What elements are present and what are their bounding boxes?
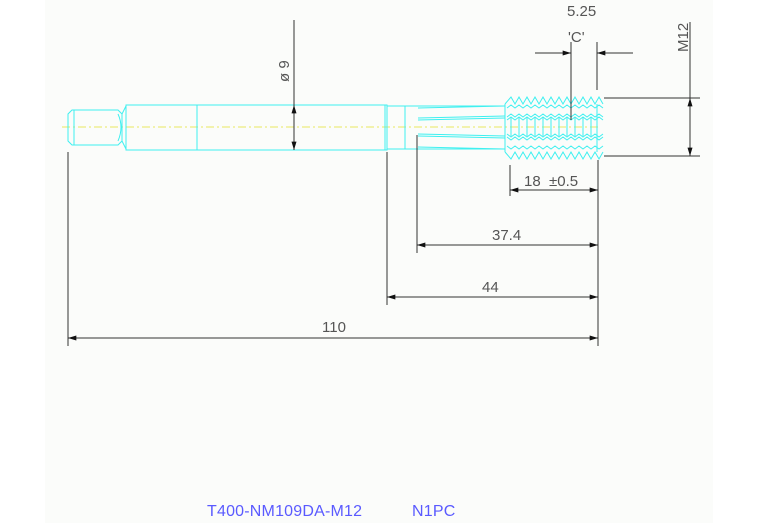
dim-flute-length: 37.4: [492, 227, 521, 244]
dim-thread-size: M12: [675, 23, 692, 52]
quantity-label: N1PC: [412, 503, 456, 520]
dim-shank-to-tip: 44: [482, 279, 499, 296]
dim-shank-diameter: ø 9: [276, 60, 293, 82]
dim-thread-length: 18 ±0.5: [524, 173, 578, 190]
part-number: T400-NM109DA-M12: [207, 503, 363, 520]
dimension-lines: [67, 20, 700, 346]
thread-section: [504, 95, 604, 161]
dim-overall-length: 110: [322, 319, 346, 336]
dim-chamfer-length: 5.25: [567, 3, 596, 20]
tool-outline: [67, 104, 506, 151]
drawing-sheet: [45, 0, 713, 523]
dim-chamfer-label: 'C': [568, 29, 585, 46]
dimension-texts: 110 44 37.4 18 ±0.5 'C' 5.25 M12 ø 9: [276, 3, 692, 336]
